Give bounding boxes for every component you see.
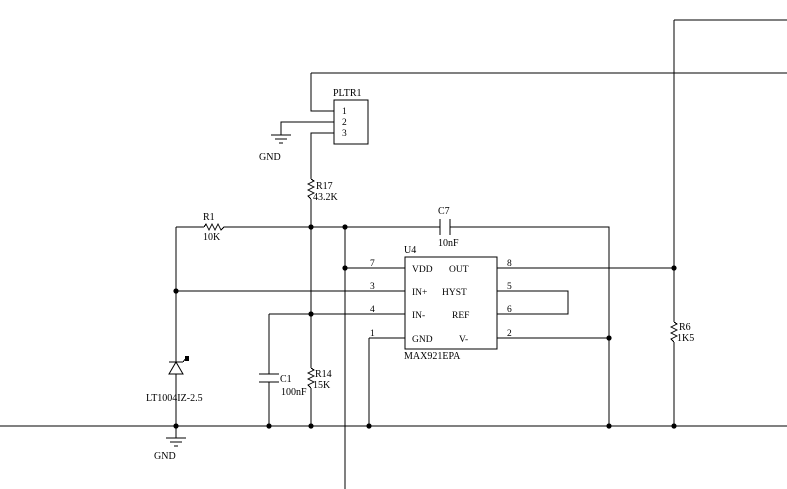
u4-pin-num-3: 3 <box>370 282 375 292</box>
r14-value: 15K <box>313 380 331 391</box>
pltr1-connector: PLTR1 1 2 3 <box>333 88 369 145</box>
gnd-label-bottom: GND <box>154 451 176 462</box>
junction-dot <box>308 311 314 317</box>
r14-ref: R14 <box>315 369 332 380</box>
u4-pin-gnd: GND <box>412 335 433 345</box>
r17-ref: R17 <box>316 181 333 192</box>
junction-dots <box>173 224 677 429</box>
ground-symbol-top: GND <box>259 134 291 163</box>
junction-dot <box>173 423 179 429</box>
r1-value: 10K <box>203 232 221 243</box>
junction-dot <box>366 423 372 429</box>
ground-symbol-bottom: GND <box>154 437 186 462</box>
r1-ref: R1 <box>203 212 215 223</box>
junction-dot <box>308 423 314 429</box>
junction-dot <box>606 423 612 429</box>
zener-part-label: LT1004IZ-2.5 <box>146 393 203 404</box>
u4-pin-num-6: 6 <box>507 305 512 315</box>
u4-pin-vdd: VDD <box>412 265 433 275</box>
c1-ref: C1 <box>280 374 292 385</box>
junction-dot <box>606 335 612 341</box>
u4-part: MAX921EPA <box>404 351 461 362</box>
wires <box>0 19 787 489</box>
u4-pin-ref: REF <box>452 311 469 321</box>
junction-dot <box>342 265 348 271</box>
c7-value: 10nF <box>438 238 459 249</box>
u4-pin-out: OUT <box>449 265 469 275</box>
resistor-r1: R1 10K <box>203 212 225 243</box>
capacitor-c1: C1 100nF <box>259 373 307 398</box>
r17-value: 43.2K <box>313 192 339 203</box>
pltr1-pin-3: 3 <box>342 129 347 139</box>
junction-dot <box>173 288 179 294</box>
u4-pin-num-8: 8 <box>507 259 512 269</box>
r6-ref: R6 <box>679 322 691 333</box>
junction-dot <box>266 423 272 429</box>
r6-value: 1K5 <box>677 333 694 344</box>
zener-marker <box>185 356 189 361</box>
gnd-label-top: GND <box>259 152 281 163</box>
u4-pin-vminus: V- <box>459 335 468 345</box>
resistor-r6: R6 1K5 <box>669 321 694 344</box>
pltr1-pin-1: 1 <box>342 107 347 117</box>
resistor-r14: R14 15K <box>306 367 332 391</box>
ic-u4: U4 MAX921EPA VDD IN+ IN- GND OUT HYST RE… <box>370 245 512 362</box>
u4-pin-num-7: 7 <box>370 259 375 269</box>
u4-pin-num-4: 4 <box>370 305 375 315</box>
junction-dot <box>671 423 677 429</box>
zener-triangle <box>168 361 184 375</box>
u4-ref: U4 <box>404 245 416 256</box>
u4-pin-inp: IN+ <box>412 288 427 298</box>
c7-ref: C7 <box>438 206 450 217</box>
u4-pin-hyst: HYST <box>442 288 467 298</box>
zener-diode: LT1004IZ-2.5 <box>146 356 203 404</box>
u4-pin-num-1: 1 <box>370 329 375 339</box>
c1-value: 100nF <box>281 387 307 398</box>
u4-pin-num-2: 2 <box>507 329 512 339</box>
junction-dot <box>671 265 677 271</box>
junction-dot <box>342 224 348 230</box>
pltr1-pin-2: 2 <box>342 118 347 128</box>
u4-pin-inm: IN- <box>412 311 425 321</box>
pltr1-label: PLTR1 <box>333 88 362 99</box>
capacitor-c7: C7 10nF <box>438 206 459 249</box>
resistor-r17: R17 43.2K <box>306 178 339 203</box>
junction-dot <box>308 224 314 230</box>
u4-pin-num-5: 5 <box>507 282 512 292</box>
